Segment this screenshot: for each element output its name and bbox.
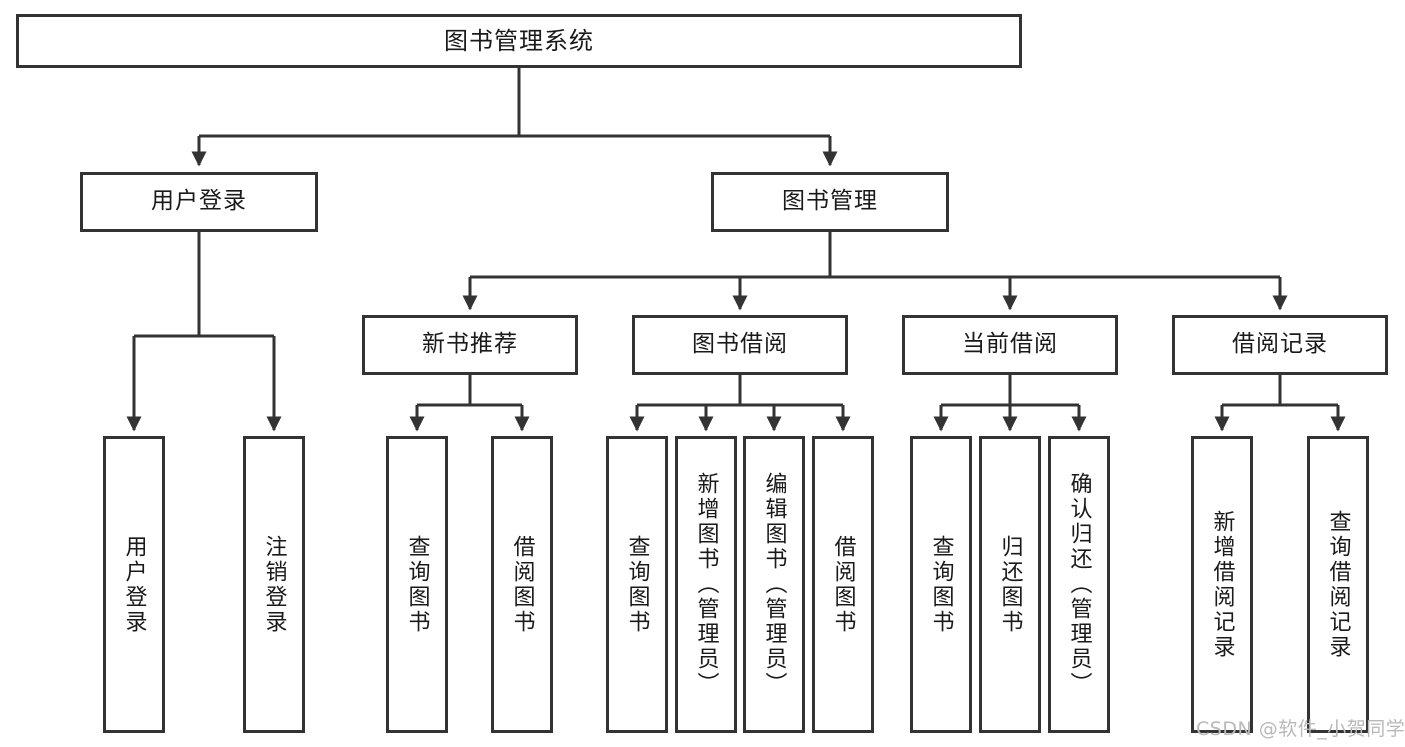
node-book-borrow[interactable]: 图书借阅 <box>632 315 848 375</box>
node-root-label: 图书管理系统 <box>444 26 594 55</box>
leaf-query-book-3[interactable]: 查询图书 <box>910 436 972 733</box>
leaf-edit-book-label: 编辑图书（管理员） <box>761 472 787 697</box>
node-borrow-record[interactable]: 借阅记录 <box>1172 315 1388 375</box>
node-current-borrow-label: 当前借阅 <box>962 331 1058 358</box>
node-user-login-label: 用户登录 <box>151 188 247 215</box>
node-new-book-recommend[interactable]: 新书推荐 <box>362 315 578 375</box>
leaf-query-book-1[interactable]: 查询图书 <box>386 436 448 733</box>
leaf-add-book-label: 新增图书（管理员） <box>693 472 719 697</box>
leaf-return-book-label: 归还图书 <box>997 534 1023 635</box>
leaf-query-book-3-label: 查询图书 <box>928 534 954 635</box>
leaf-query-book-2-label: 查询图书 <box>624 534 650 635</box>
leaf-edit-book[interactable]: 编辑图书（管理员） <box>743 436 805 733</box>
leaf-confirm-return-label: 确认归还（管理员） <box>1066 472 1092 697</box>
leaf-query-record-label: 查询借阅记录 <box>1325 509 1351 660</box>
leaf-borrow-book-2[interactable]: 借阅图书 <box>812 436 874 733</box>
leaf-return-book[interactable]: 归还图书 <box>979 436 1041 733</box>
leaf-borrow-book-1-label: 借阅图书 <box>509 534 535 635</box>
node-new-book-recommend-label: 新书推荐 <box>422 331 518 358</box>
watermark: CSDN @软件_小贺同学 <box>1196 718 1405 740</box>
leaf-user-login[interactable]: 用户登录 <box>103 436 165 733</box>
leaf-confirm-return[interactable]: 确认归还（管理员） <box>1048 436 1110 733</box>
node-book-manage-label: 图书管理 <box>782 188 878 215</box>
leaf-query-record[interactable]: 查询借阅记录 <box>1307 436 1369 733</box>
node-root[interactable]: 图书管理系统 <box>16 14 1022 68</box>
leaf-user-login-label: 用户登录 <box>121 534 147 635</box>
leaf-query-book-2[interactable]: 查询图书 <box>606 436 668 733</box>
leaf-borrow-book-2-label: 借阅图书 <box>830 534 856 635</box>
node-current-borrow[interactable]: 当前借阅 <box>902 315 1118 375</box>
leaf-borrow-book-1[interactable]: 借阅图书 <box>491 436 553 733</box>
leaf-add-record-label: 新增借阅记录 <box>1209 509 1235 660</box>
node-book-manage[interactable]: 图书管理 <box>711 172 949 232</box>
leaf-user-logout[interactable]: 注销登录 <box>243 436 305 733</box>
leaf-user-logout-label: 注销登录 <box>261 534 287 635</box>
leaf-add-record[interactable]: 新增借阅记录 <box>1191 436 1253 733</box>
node-borrow-record-label: 借阅记录 <box>1232 331 1328 358</box>
leaf-add-book[interactable]: 新增图书（管理员） <box>675 436 737 733</box>
leaf-query-book-1-label: 查询图书 <box>404 534 430 635</box>
node-book-borrow-label: 图书借阅 <box>692 331 788 358</box>
node-user-login[interactable]: 用户登录 <box>80 172 318 232</box>
